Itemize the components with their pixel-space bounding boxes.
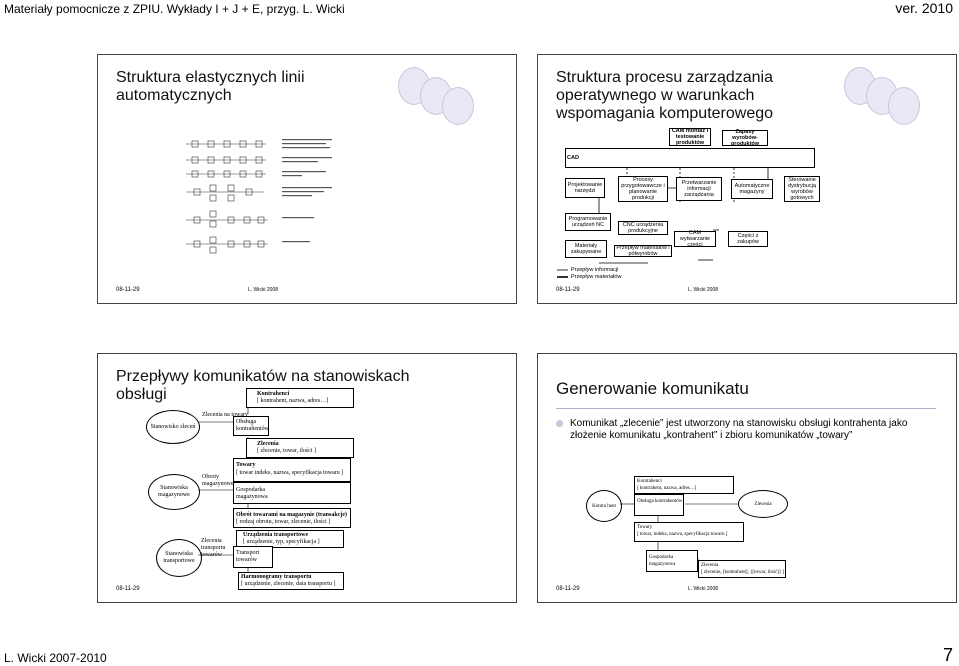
obsluga-kontrahentow-box: Obsługa kontrahentów xyxy=(233,416,269,436)
slide-author: L. Wicki 2008 xyxy=(688,287,719,293)
slide-1: Struktura elastycznych linii automatyczn… xyxy=(97,54,517,304)
obroty-magazynowe: Obroty magazynowe xyxy=(202,474,234,487)
cam-wytwarzanie-box: CAM wytwarzanie części xyxy=(674,230,716,248)
transport-towarow-box: Transport towarów xyxy=(233,546,273,568)
kontrahent-ellipse: Kontra hent xyxy=(586,490,622,522)
bullet-text: Komunikat „zlecenie” jest utworzony na s… xyxy=(570,418,908,441)
title-divider xyxy=(556,408,936,409)
obsluga-box: Obsługa kontrahentów xyxy=(634,494,684,516)
zlecenia-box: Zlecenia [ zlecenie, towar, ilości ] xyxy=(246,438,354,458)
slide-2: Struktura procesu zarządzania operatywne… xyxy=(537,54,957,304)
slide-3: Przepływy komunikatów na stanowiskach ob… xyxy=(97,353,517,603)
footer-author: L. Wicki 2007-2010 xyxy=(4,651,107,665)
kontrahenci-box: Kontrahenci [ kontrahent, nazwa, adres…] xyxy=(634,476,734,494)
cnc-box: CNC urządzenia produkcyjne xyxy=(618,221,668,235)
procesy-box: Procesy przygotowawcze i planowanie prod… xyxy=(618,176,668,202)
slide-date: 08-11-29 xyxy=(556,287,580,293)
slide-date: 08-11-29 xyxy=(556,586,580,592)
kontrahenci-box: Kontrahenci [ kontrahent, nazwa, adres…] xyxy=(246,388,354,408)
slide-date: 08-11-29 xyxy=(116,586,140,592)
stanowisko-zlecen: Stanowisko zleceń xyxy=(146,410,200,444)
zlecenia-ellipse: Zlecenia xyxy=(738,490,788,518)
slide-author: L. Wicki 2008 xyxy=(248,287,279,293)
slide-title: Struktura procesu zarządzania operatywne… xyxy=(556,69,774,122)
przetwarzanie-box: Przetwarzanie informacji zarządzania xyxy=(676,177,722,201)
harmonogramy-box: Harmonogramy transportu [ urządzenie, zl… xyxy=(238,572,344,590)
slide-title: Struktura elastycznych linii automatyczn… xyxy=(116,69,305,104)
cam-montaz-box: CAM montaż i testowanie produktów xyxy=(669,128,711,146)
gospodarka-magazynowa-box: Gospodarka magazynowa xyxy=(233,482,351,504)
czesci-box: Części z zakupów xyxy=(728,231,768,247)
programowanie-box: Programowanie urządzeń NC xyxy=(565,213,611,231)
projektowanie-box: Projektowanie narzędzi xyxy=(565,178,605,198)
towary-box: Towary [ towar, indeks, nazwa, specyfika… xyxy=(634,522,744,542)
stanowiska-transportowe: Stanowiska transportowe xyxy=(156,539,202,577)
legend-informacji: Przepływ informacji xyxy=(571,267,619,273)
stanowiska-magazynowe: Stanowiska magazynowe xyxy=(148,474,200,510)
cad-box: CAD xyxy=(565,148,815,168)
zlecenia2-box: Zlecenia [ zlecenie, [kontrahent], {[tow… xyxy=(698,560,786,578)
header-version: ver. 2010 xyxy=(895,0,953,16)
zapasy-box: Zapasy wyrobów-produktów xyxy=(722,129,768,147)
flexible-lines-diagram xyxy=(186,139,332,254)
materialy-box: Materiały zakupywane xyxy=(565,240,607,258)
magazyny-box: Automatyczne magazyny xyxy=(731,179,773,199)
towary-box: Towary [ towar indeks, nazwa, specyfikac… xyxy=(233,458,351,482)
header-title: Materiały pomocnicze z ZPIU. Wykłady I +… xyxy=(4,2,345,16)
bullet-icon xyxy=(556,420,563,427)
sterowanie-box: Sterowanie dystrybucją wyrobów gotowych xyxy=(784,176,820,202)
page-number: 7 xyxy=(942,645,953,665)
slide-date: 08-11-29 xyxy=(116,287,140,293)
przeplyw-box: Przepływ materiałów i półwyrobów xyxy=(614,245,672,257)
slide-author: L. Wicki 2008 xyxy=(688,586,719,592)
legend-materialow: Przepływ materiałów xyxy=(571,274,622,280)
zlecenia-transportu: Zlecenia transportu towarów xyxy=(201,538,226,558)
zlecenia-na-towary: Zlecenia na towary xyxy=(202,412,248,418)
slide-4: Generowanie komunikatu Komunikat „zlecen… xyxy=(537,353,957,603)
slide-title: Generowanie komunikatu xyxy=(556,379,749,398)
obrot-box: Obrót towarami na magazynie (transakcje)… xyxy=(233,508,351,528)
urzadzenia-box: Urządzenia transportowe [ urządzenie, ty… xyxy=(236,530,344,548)
gospodarka-box: Gospodarka magazynowa xyxy=(646,550,698,572)
slide-title: Przepływy komunikatów na stanowiskach ob… xyxy=(116,368,410,403)
